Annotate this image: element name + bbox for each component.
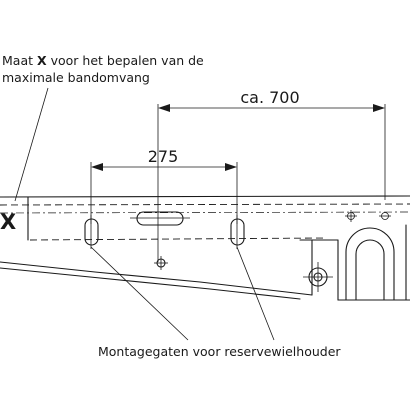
crosshair-marks [345,210,391,222]
frame-top-edge [0,195,410,198]
oval-hole-left [84,218,99,246]
caption-mounting-holes: Montagegaten voor reservewielhouder [98,344,341,359]
spring-hanger [337,227,410,301]
dimension-275: 275 [90,147,238,224]
dimension-700-label: ca. 700 [240,88,299,107]
arrow-left-700 [158,104,170,112]
arrow-right-700 [373,104,385,112]
bolt-mount [303,262,333,292]
frame-hidden-edge-upper [0,203,410,206]
dimension-275-label: 275 [148,147,179,166]
frame-bottom-flange [0,267,301,300]
hanger-inner-arch [355,239,385,301]
caption-leader-left [90,246,189,341]
centre-slot [130,211,190,270]
frame-bottom-taper [0,261,313,296]
note-x-line1: Maat X voor het bepalen van de [2,53,204,68]
note-x-leader-line [14,87,49,202]
arrow-right-275 [225,163,237,171]
note-x-line2: maximale bandomvang [2,70,150,85]
mounting-holes [84,215,245,249]
oval-hole-right [230,218,245,246]
caption-leader-right [236,246,275,341]
hanger-outer-arch [345,227,395,301]
frame-hidden-edge-lower [29,237,326,241]
x-dimension-marker: X [0,210,16,234]
slot-outline [136,211,184,226]
chassis-frame [0,195,410,301]
dimension-700: ca. 700 [157,88,386,262]
frame-centre-line [0,211,410,214]
arrow-left-275 [91,163,103,171]
